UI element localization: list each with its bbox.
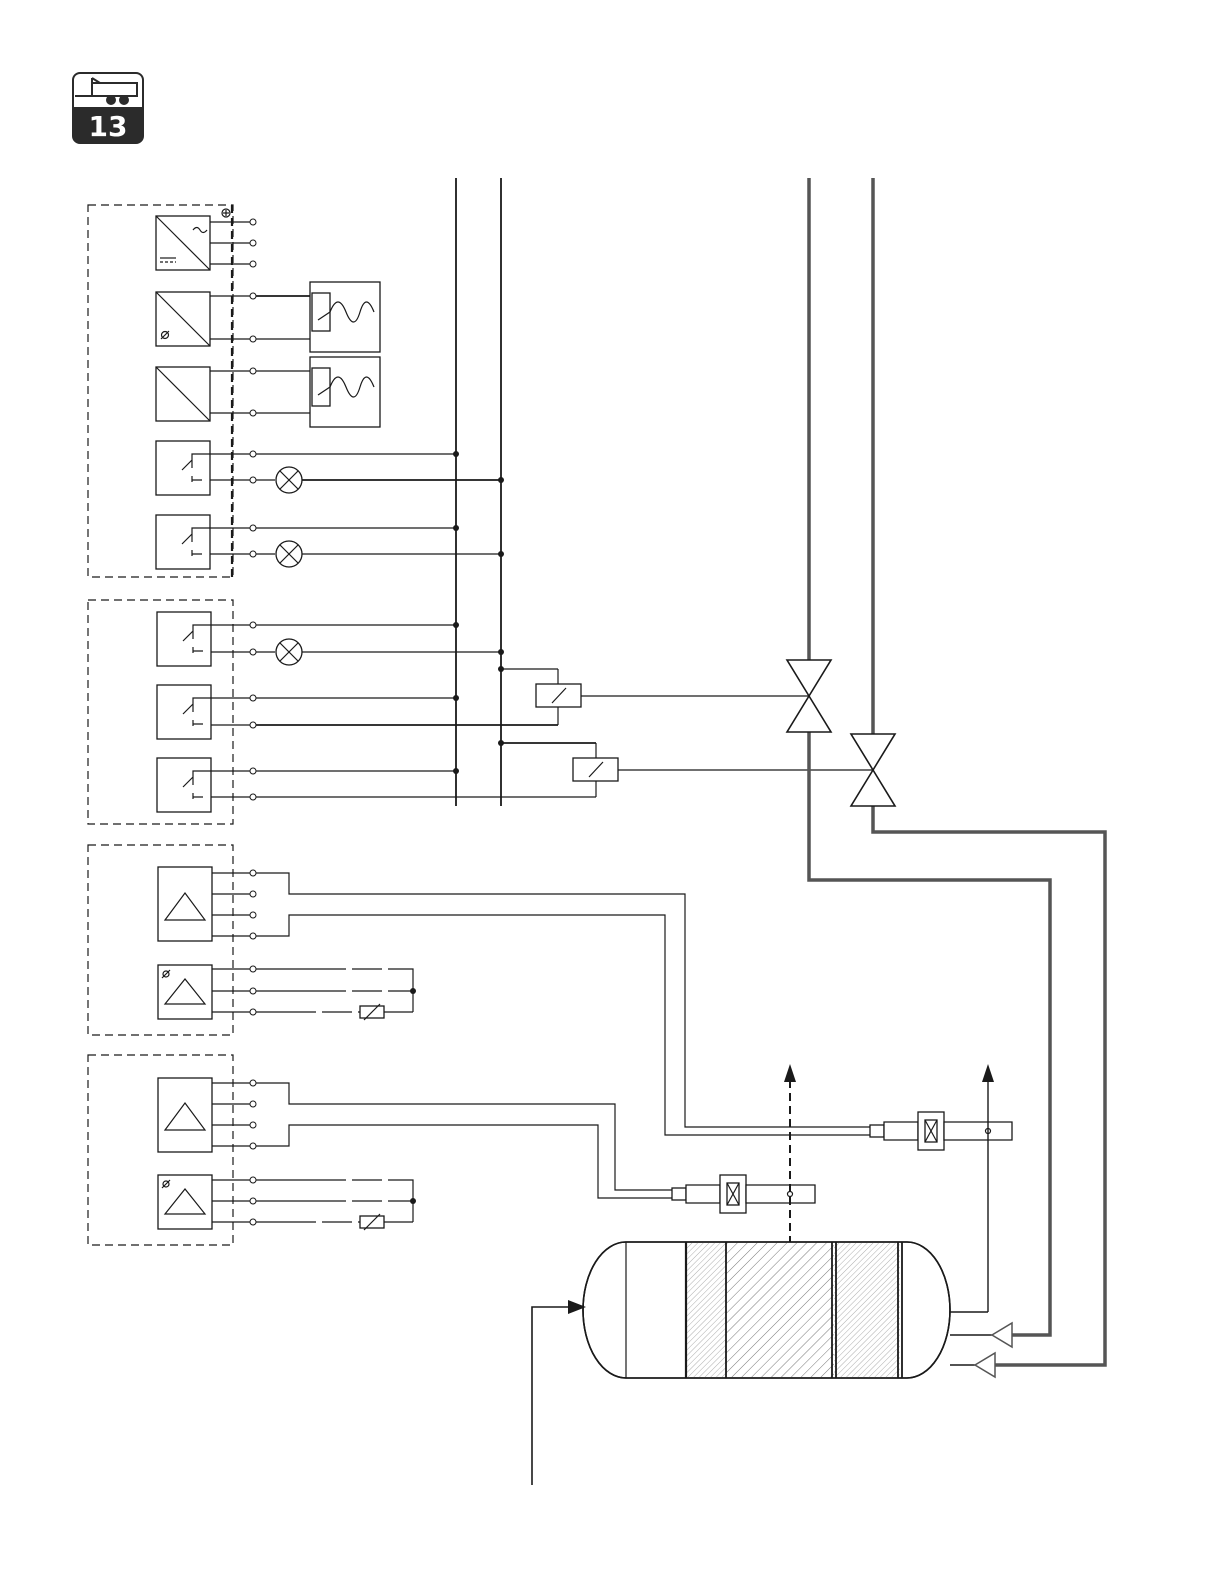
resistor-icon (360, 1214, 384, 1230)
return-arrows (950, 1323, 1012, 1377)
lambda-sensor-1 (870, 1112, 1012, 1150)
relay-valve-2 (157, 740, 596, 812)
lambda-sensor-2 (672, 1175, 815, 1213)
lamp-icon (276, 639, 302, 665)
signal-transmitter (156, 367, 312, 421)
pipes (809, 178, 1105, 1365)
resistor-icon (360, 1004, 384, 1020)
signal-display-1 (310, 282, 380, 352)
temp-transmitter (156, 292, 312, 346)
amplifier-1 (158, 867, 870, 1135)
signal-display-2 (310, 357, 380, 427)
lamp-icon (276, 467, 302, 493)
relay-lamp-3 (157, 612, 504, 666)
page-badge: 13 (73, 73, 143, 143)
inlet-arrow (532, 1300, 586, 1485)
temp-amplifier-1 (158, 965, 416, 1020)
solenoid-1 (536, 684, 808, 707)
page-number: 13 (89, 110, 128, 143)
relay-lamp-2 (156, 515, 504, 569)
temp-amplifier-2 (158, 1175, 416, 1230)
relay-lamp-1 (156, 441, 504, 495)
bus-lines (456, 178, 501, 806)
lamp-icon (276, 541, 302, 567)
catalytic-converter (583, 1242, 950, 1378)
dc-converter (156, 209, 256, 270)
relay-valve-1 (157, 666, 558, 739)
solenoid-2 (573, 758, 872, 781)
